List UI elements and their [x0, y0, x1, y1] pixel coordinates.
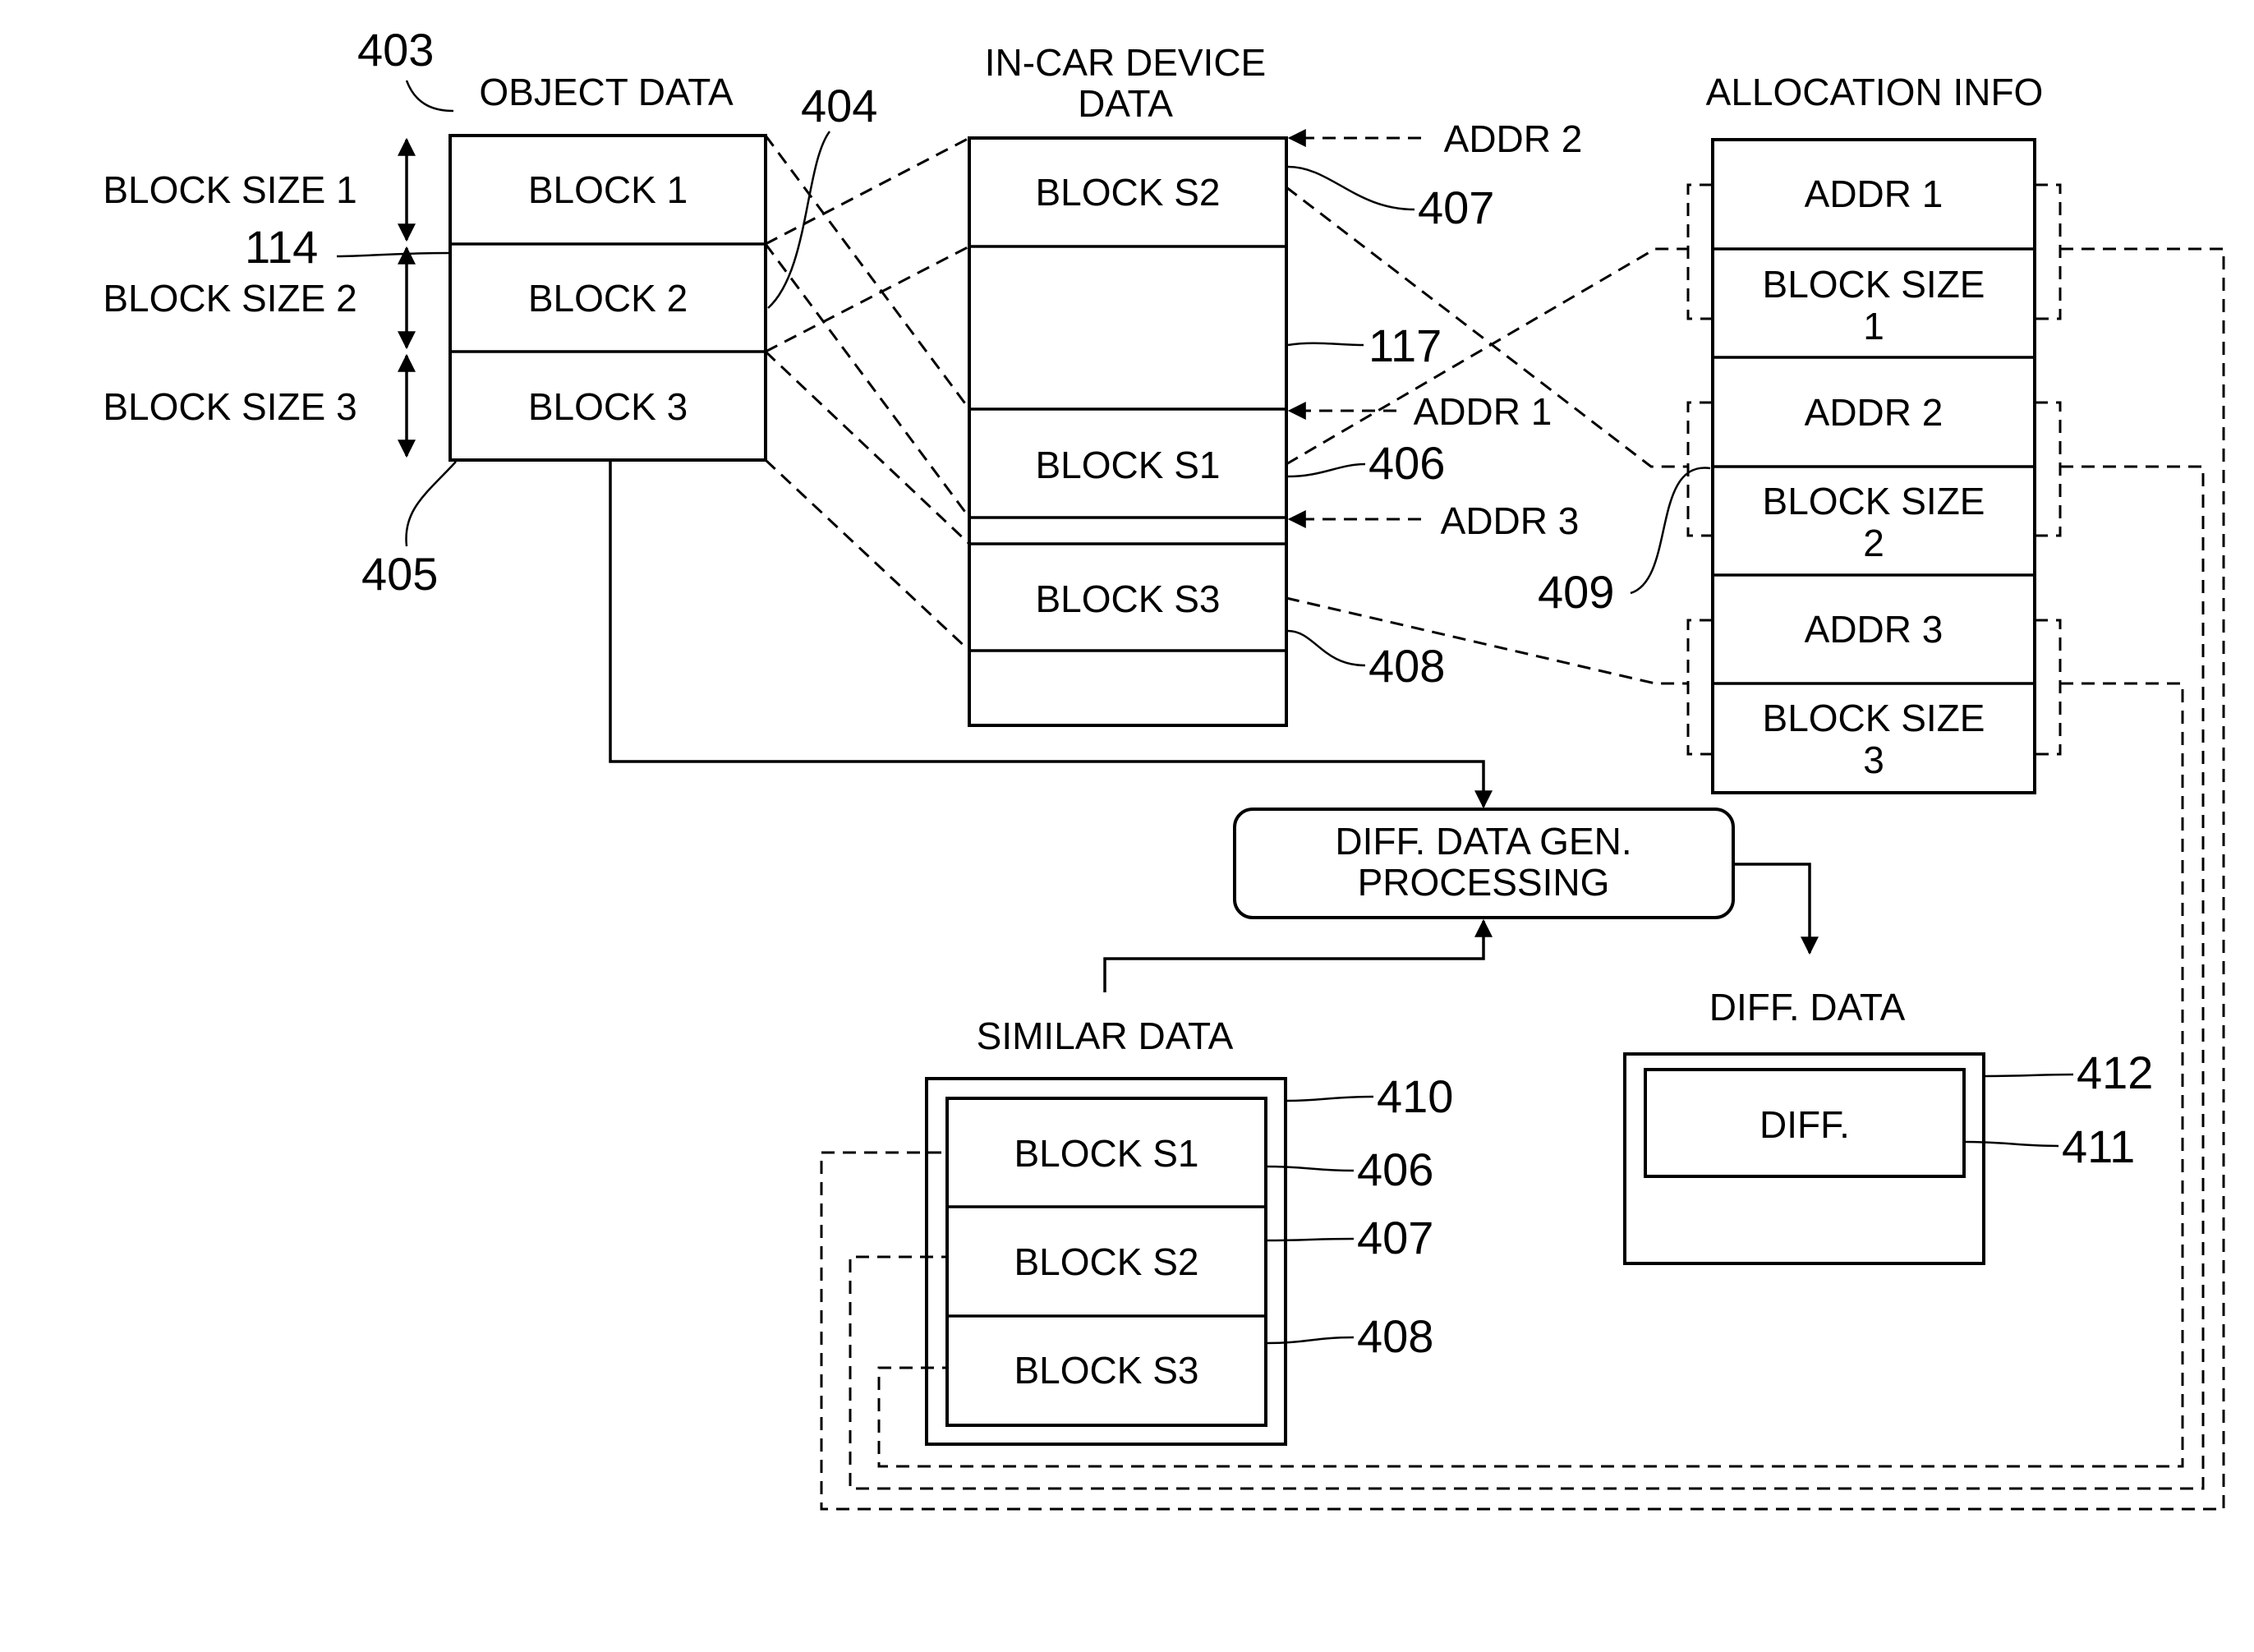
ref-404-leader — [768, 131, 830, 308]
allocation-info-group: ALLOCATION INFO ADDR 1 BLOCK SIZE 1 ADDR… — [1538, 71, 2060, 793]
alloc-addr-1: ADDR 1 — [1805, 173, 1944, 215]
ref-408-similar: 408 — [1357, 1310, 1433, 1362]
in-car-data-box — [969, 138, 1286, 725]
ref-410-leader — [1286, 1097, 1373, 1101]
similar-block-s1: BLOCK S1 — [1014, 1132, 1199, 1175]
entry-2-bracket-right — [2035, 403, 2060, 536]
ref-406: 406 — [1368, 437, 1445, 489]
ref-408: 408 — [1368, 640, 1445, 692]
ref-410: 410 — [1377, 1070, 1453, 1122]
ref-406-similar: 406 — [1357, 1144, 1433, 1195]
allocation-title: ALLOCATION INFO — [1706, 71, 2044, 113]
map-line — [1286, 598, 1688, 683]
alloc-size-2-line1: BLOCK SIZE — [1763, 480, 1985, 522]
ref-114: 114 — [245, 221, 318, 273]
object-data-title: OBJECT DATA — [479, 71, 734, 113]
ref-407-similar: 407 — [1357, 1212, 1433, 1263]
entry-1-bracket-right — [2035, 185, 2060, 319]
ref-407: 407 — [1418, 182, 1494, 233]
processing-to-diff-arrow — [1733, 864, 1810, 953]
alloc-size-1-line2: 1 — [1863, 305, 1884, 347]
object-block-3: BLOCK 3 — [528, 385, 688, 428]
map-line — [766, 136, 969, 409]
map-line — [766, 246, 969, 352]
diff-inner-label: DIFF. — [1760, 1103, 1850, 1146]
map-line — [766, 244, 969, 518]
map-line — [766, 460, 969, 651]
ref-409: 409 — [1538, 566, 1614, 618]
ref-409-leader — [1631, 468, 1710, 593]
ref-406-leader — [1288, 464, 1365, 476]
similar-block-s2: BLOCK S2 — [1014, 1240, 1199, 1283]
in-car-block-s1: BLOCK S1 — [1036, 444, 1221, 486]
addr-2-label: ADDR 2 — [1444, 117, 1583, 160]
alloc-addr-3: ADDR 3 — [1805, 608, 1944, 651]
in-car-title-line1: IN-CAR DEVICE — [985, 41, 1266, 84]
processing-line1: DIFF. DATA GEN. — [1335, 820, 1631, 863]
ref-117: 117 — [1368, 320, 1442, 371]
block-size-1-label: BLOCK SIZE 1 — [103, 168, 356, 211]
block-size-3-label: BLOCK SIZE 3 — [103, 385, 356, 428]
ref-412-leader — [1985, 1074, 2073, 1076]
diff-data-group: DIFF. DATA DIFF. 412 411 — [1625, 986, 2153, 1263]
diff-data-title: DIFF. DATA — [1709, 986, 1906, 1028]
ref-405: 405 — [361, 548, 438, 600]
similar-data-group: SIMILAR DATA BLOCK S1 BLOCK S2 BLOCK S3 … — [927, 1015, 1453, 1444]
ref-114-leader — [337, 253, 450, 256]
ref-405-leader — [406, 462, 456, 546]
ref-403: 403 — [357, 24, 434, 76]
entry-3-bracket-left — [1688, 620, 1713, 754]
similar-to-processing-arrow — [1105, 921, 1484, 992]
in-car-data-group: IN-CAR DEVICE DATA BLOCK S2 BLOCK S1 BLO… — [969, 41, 1582, 725]
similar-data-title: SIMILAR DATA — [977, 1015, 1234, 1057]
object-data-group: OBJECT DATA BLOCK 1 BLOCK 2 BLOCK 3 BLOC… — [103, 24, 877, 600]
entry-3-bracket-right — [2035, 620, 2060, 754]
object-block-2: BLOCK 2 — [528, 277, 688, 320]
ref-117-leader — [1288, 343, 1364, 345]
alloc-size-2-line2: 2 — [1863, 522, 1884, 564]
alloc-addr-2: ADDR 2 — [1805, 391, 1944, 434]
processing-line2: PROCESSING — [1358, 861, 1610, 904]
alloc-size-1-line1: BLOCK SIZE — [1763, 263, 1985, 306]
alloc-size-3-line2: 3 — [1863, 739, 1884, 781]
object-block-1: BLOCK 1 — [528, 168, 688, 211]
map-line — [766, 352, 969, 544]
addr-1-label: ADDR 1 — [1414, 390, 1552, 433]
ref-403-leader — [407, 81, 453, 111]
ref-411: 411 — [2062, 1121, 2135, 1172]
similar-block-s3: BLOCK S3 — [1014, 1349, 1199, 1392]
alloc-size-3-line1: BLOCK SIZE — [1763, 697, 1985, 739]
ref-408-leader — [1288, 631, 1365, 665]
entry-1-bracket-left — [1688, 185, 1713, 319]
ref-412: 412 — [2077, 1047, 2153, 1098]
in-car-block-s2: BLOCK S2 — [1036, 171, 1221, 214]
addr-3-label: ADDR 3 — [1441, 499, 1580, 542]
in-car-title-line2: DATA — [1078, 82, 1173, 125]
block-size-2-label: BLOCK SIZE 2 — [103, 277, 356, 320]
in-car-block-s3: BLOCK S3 — [1036, 578, 1221, 620]
map-line — [766, 138, 969, 244]
ref-404: 404 — [801, 80, 877, 131]
